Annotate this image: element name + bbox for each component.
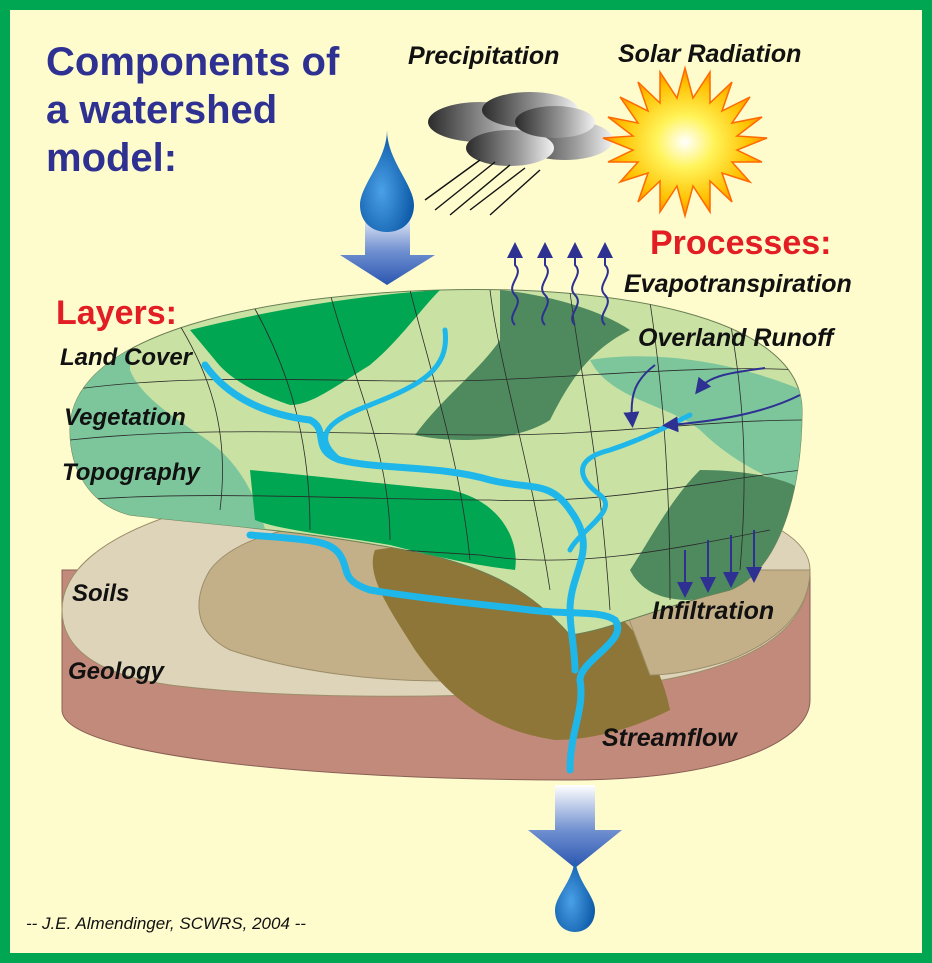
stream-network — [201, 327, 693, 774]
layer-land-cover: Land Cover — [60, 344, 193, 371]
title-line-2: a watershed — [46, 88, 278, 132]
title-line-1: Components of — [46, 40, 340, 84]
layer-vegetation: Vegetation — [64, 404, 186, 431]
process-evapotranspiration: Evapotranspiration — [624, 270, 852, 298]
streamflow-output-arrow — [528, 785, 622, 932]
layer-geology: Geology — [68, 658, 165, 685]
layer-soils: Soils — [72, 580, 130, 607]
evapotranspiration-arrows — [507, 242, 613, 326]
solar-radiation-label: Solar Radiation — [618, 40, 802, 68]
layer-topography: Topography — [62, 459, 200, 486]
title-line-3: model: — [46, 136, 178, 180]
rain-lines — [424, 159, 541, 216]
process-streamflow: Streamflow — [602, 724, 737, 752]
processes-heading: Processes: — [650, 224, 832, 262]
diagram-canvas: Components of a watershed model: Precipi… — [10, 10, 922, 953]
infiltration-arrows — [677, 530, 762, 598]
process-overland-runoff: Overland Runoff — [638, 324, 834, 352]
credit-line: -- J.E. Almendinger, SCWRS, 2004 -- — [26, 914, 306, 933]
watershed-illustration — [61, 65, 811, 932]
overland-runoff-arrows — [623, 364, 801, 433]
process-infiltration: Infiltration — [652, 597, 775, 625]
cloud-icon — [428, 92, 613, 166]
page-title: Components of a watershed model: — [46, 38, 339, 182]
precipitation-label: Precipitation — [408, 42, 560, 70]
sun-icon — [602, 65, 768, 219]
precipitation-input-arrow — [340, 130, 435, 285]
layers-heading: Layers: — [56, 294, 177, 332]
